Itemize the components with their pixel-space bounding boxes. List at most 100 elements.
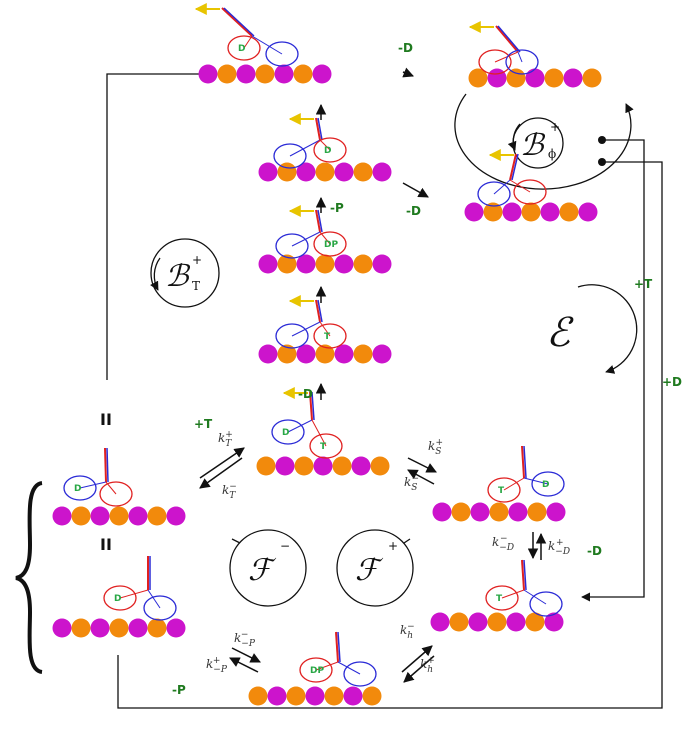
microtubule-bead: [432, 502, 452, 522]
motor-linker: [509, 179, 531, 193]
motor-stalk: [497, 25, 521, 53]
microtubule-bead: [468, 612, 488, 632]
motor-head: [271, 419, 305, 445]
microtubule-bead: [353, 344, 373, 364]
microtubule-bead: [525, 612, 545, 632]
motor-linker: [493, 179, 511, 195]
nucleotide-label: D: [114, 594, 121, 604]
microtubule-bead: [293, 64, 313, 84]
nucleotide-label: T: [324, 332, 331, 342]
motor-head: [313, 137, 347, 163]
motor-state: D: [52, 447, 186, 526]
motor-state: D: [194, 3, 332, 84]
microtubule-bead: [353, 162, 373, 182]
microtubule-bead: [277, 254, 297, 274]
nucleotide-label: D: [282, 428, 289, 438]
motor-state: T: [258, 295, 392, 364]
microtubule-bead: [166, 506, 186, 526]
microtubule-bead: [71, 618, 91, 638]
microtubule-bead: [372, 254, 392, 274]
nucleotide-label: T: [498, 486, 505, 496]
motor-head: [478, 49, 512, 75]
cycle-fplus-sup: +: [388, 539, 398, 553]
motor-state: [464, 149, 598, 222]
microtubule-bead: [296, 344, 316, 364]
motor-head: [313, 323, 347, 349]
microtubule-bead: [370, 456, 390, 476]
microtubule-bead: [313, 456, 333, 476]
nucleotide-label: D: [74, 484, 81, 494]
transition-arrows: [199, 67, 547, 683]
cycle-bphi-letter: ℬ: [520, 128, 546, 163]
microtubule-bead: [166, 618, 186, 638]
motor-stalk: [223, 7, 255, 37]
cycle-fminus-letter: ℱ: [248, 553, 277, 588]
label-plus-d-right: +D: [662, 375, 682, 389]
microtubule-bead: [332, 456, 352, 476]
motor-head: [313, 231, 347, 257]
microtubule-bead: [334, 162, 354, 182]
microtubule-bead: [468, 68, 488, 88]
motor-head: [513, 179, 547, 205]
motor-head: [275, 323, 309, 349]
microtubule-bead: [351, 456, 371, 476]
motor-state: DP: [248, 631, 382, 706]
line-bottom-loop: [117, 161, 663, 709]
motor-linker: [319, 321, 331, 337]
microtubule-bead: [294, 456, 314, 476]
microtubule-bead: [527, 502, 547, 522]
motor-head: [299, 657, 333, 683]
microtubule-bead: [483, 202, 503, 222]
label-minus-p-top: -P: [330, 201, 344, 215]
microtubule-bead: [506, 68, 526, 88]
microtubule-bead: [90, 506, 110, 526]
microtubule-bead: [559, 202, 579, 222]
network-lines: [106, 73, 663, 709]
left-brace: [15, 481, 43, 674]
motor-head: [63, 475, 97, 501]
motor-linker: [79, 481, 107, 489]
motor-head: [343, 661, 377, 687]
microtubule-bead: [198, 64, 218, 84]
motor-linker: [517, 51, 523, 63]
microtubule-bead: [277, 162, 297, 182]
rate-kmd-plus: k−D+: [548, 538, 570, 557]
motor-linker: [494, 51, 519, 63]
motor-head: [505, 49, 539, 75]
motor-linker: [289, 139, 321, 157]
microtubule-bead: [324, 686, 344, 706]
microtubule-bead: [372, 344, 392, 364]
microtubule-bead: [315, 344, 335, 364]
motor-linker: [523, 477, 549, 485]
label-plus-t-right: +T: [634, 277, 653, 291]
motor-stalk: [523, 559, 527, 591]
microtubule-bead: [258, 344, 278, 364]
microtubule-bead: [267, 686, 287, 706]
microtubule-bead: [52, 506, 72, 526]
microtubule-bead: [470, 502, 490, 522]
motor-state: D: [258, 113, 392, 182]
motor-linker: [311, 419, 327, 447]
nucleotide-label: T: [496, 594, 503, 604]
motor-linker: [119, 589, 149, 599]
microtubule-bead: [109, 618, 129, 638]
microtubule-bead: [109, 506, 129, 526]
microtubule-bead: [128, 506, 148, 526]
label-minus-d-right: -D: [587, 544, 602, 558]
microtubule-bead: [544, 68, 564, 88]
cycle-epsilon-letter: ℰ: [546, 310, 574, 356]
motor-stalk: [315, 299, 321, 323]
motor-stalk: [523, 445, 527, 479]
nucleotide-label: DP: [310, 666, 324, 676]
motor-stalk: [315, 117, 321, 141]
label-minus-p-bottom: -P: [172, 683, 186, 697]
cycle-bphi-sub: ϕ: [548, 147, 556, 161]
motor-head: [309, 433, 343, 459]
microtubule-bead: [312, 64, 332, 84]
microtubule-bead: [275, 456, 295, 476]
microtubule-bead: [217, 64, 237, 84]
line-plus-t: [581, 139, 645, 602]
motor-stalk: [309, 391, 313, 421]
cycle-f-minus: ℱ −: [229, 529, 307, 607]
